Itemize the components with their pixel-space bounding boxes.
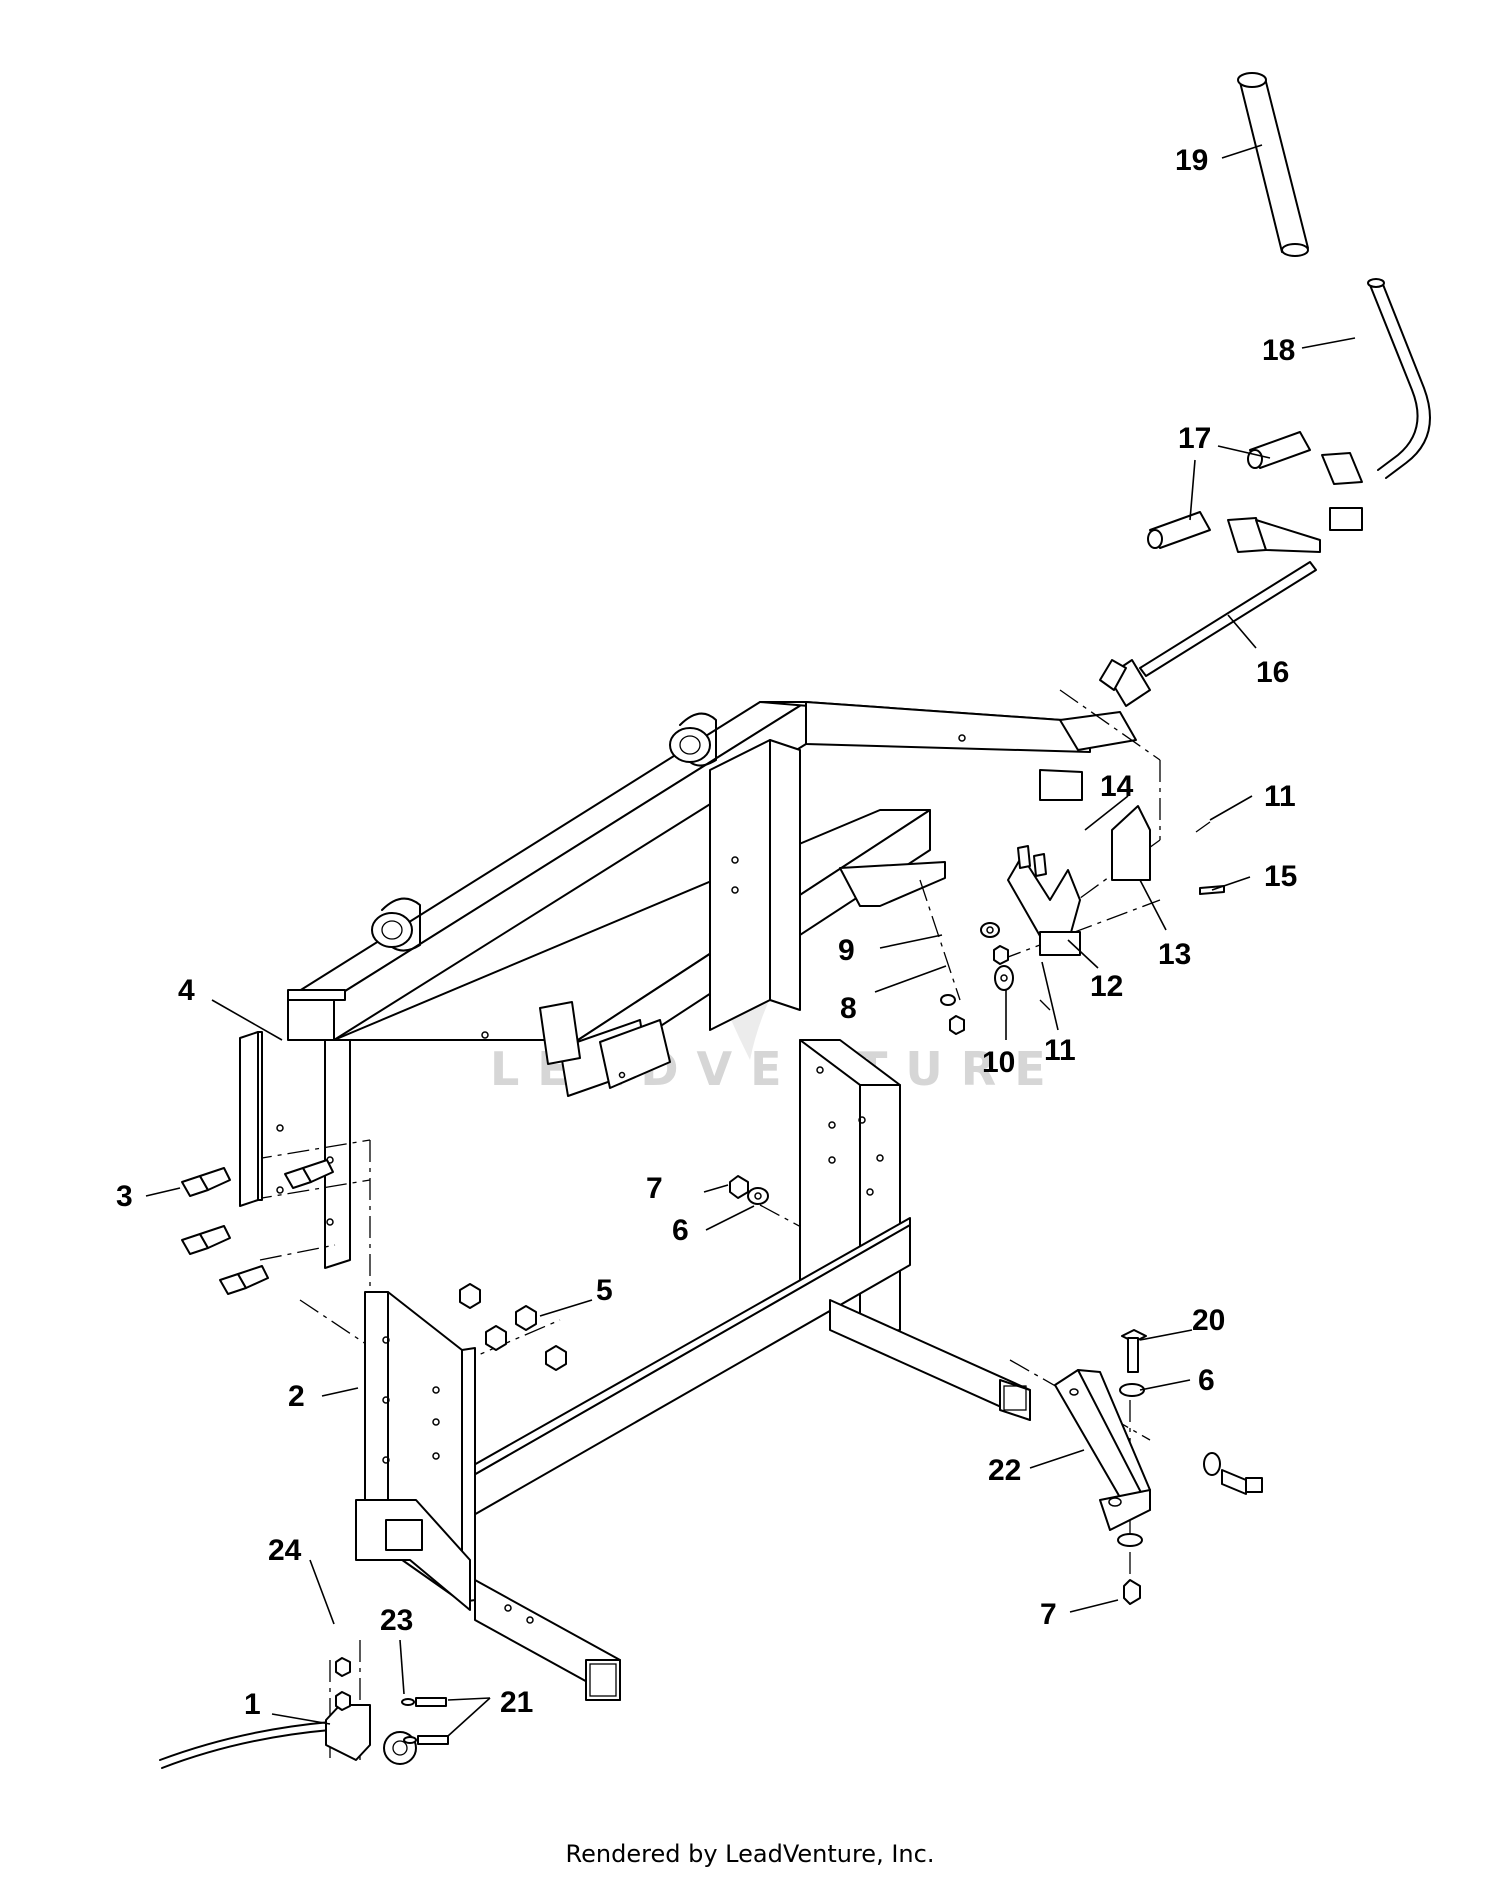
callout-9: 9 [838,934,855,967]
callout-15: 15 [1264,860,1297,893]
callout-5: 5 [596,1274,613,1307]
callout-17: 17 [1178,422,1211,455]
callout-21: 21 [500,1686,533,1719]
callout-6-upper: 6 [672,1214,689,1247]
left-side-plate [239,1031,334,1226]
callout-22: 22 [988,1454,1021,1487]
footer-credit: Rendered by LeadVenture, Inc. [565,1840,935,1868]
cable-latch-assembly [159,1657,449,1769]
foot-bracket-22 [1054,1369,1151,1531]
callout-1: 1 [244,1688,261,1721]
callout-24: 24 [268,1534,302,1567]
callout-18: 18 [1262,334,1295,367]
callout-8: 8 [840,992,857,1025]
bolt-washer-20-6 [1117,1329,1263,1605]
bolts-3 [181,1159,334,1295]
callout-3: 3 [116,1180,133,1213]
upper-frame [287,701,1137,1269]
callout-12: 12 [1090,970,1123,1003]
callout-11-lower: 11 [1044,1034,1076,1067]
callout-23: 23 [380,1604,413,1637]
callout-10: 10 [982,1046,1015,1079]
callout-19: 19 [1175,144,1208,177]
hardware-8-11 [940,922,1051,1035]
callout-20: 20 [1192,1304,1225,1337]
nut-washer-7-6-upper [729,1175,769,1205]
grip-19 [1237,72,1309,257]
pins-17 [1147,431,1363,553]
rod-16 [1099,561,1317,707]
callout-13: 13 [1158,938,1191,971]
callout-labels: 19 18 17 16 14 11 15 13 12 11 10 9 8 4 3… [116,144,1297,1721]
callout-6-lower: 6 [1198,1364,1215,1397]
handle-18 [1367,278,1431,479]
nuts-5 [459,1283,567,1371]
callout-14: 14 [1100,770,1134,803]
leader-lines [145,144,1356,1737]
callout-4: 4 [178,974,195,1007]
hitch-parts-12-15 [1007,805,1225,956]
callout-11-upper: 11 [1264,780,1296,813]
callout-7-upper: 7 [646,1172,663,1205]
callout-16: 16 [1256,656,1289,689]
lower-stand [355,1039,1031,1701]
callout-2: 2 [288,1380,305,1413]
callout-7-lower: 7 [1040,1598,1057,1631]
